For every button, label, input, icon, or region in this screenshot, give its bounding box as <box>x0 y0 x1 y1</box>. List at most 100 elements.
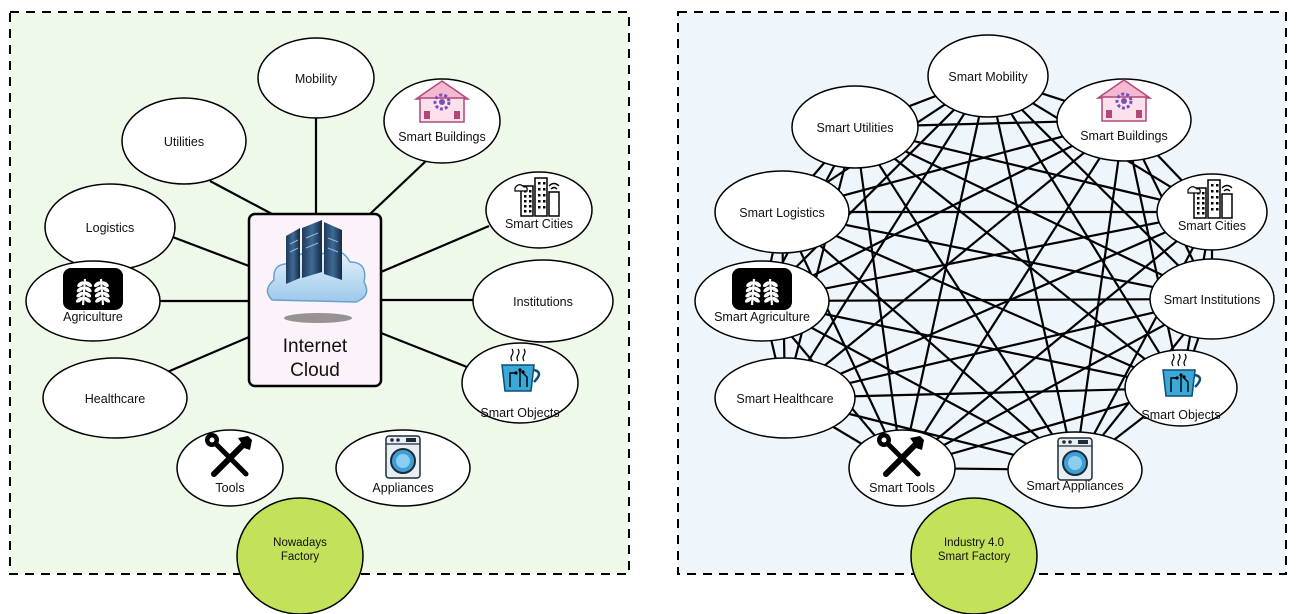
node-label: Smart Utilities <box>816 121 893 135</box>
internet-cloud-node: Internet Cloud <box>247 212 383 388</box>
factory-label-line1: Industry 4.0 <box>944 537 1004 549</box>
cloud-server-icon <box>266 220 368 323</box>
mesh-edge <box>853 126 904 469</box>
diagram-node: Smart Institutions <box>1149 258 1275 340</box>
node-label: Smart Appliances <box>1026 479 1123 493</box>
building-gear-icon <box>413 80 471 123</box>
tools-icon <box>877 433 924 477</box>
mesh-edge <box>761 75 989 302</box>
diagram-node: Smart Mobility <box>927 34 1049 118</box>
node-label: Utilities <box>164 135 204 149</box>
node-label: Agriculture <box>63 310 123 324</box>
mesh-edge <box>1122 119 1183 389</box>
washing-machine-icon <box>385 435 421 479</box>
smart-cup-icon <box>1162 353 1202 397</box>
node-label: Smart Tools <box>869 481 935 495</box>
diagram-node: Smart Buildings <box>383 78 501 164</box>
mesh-edge <box>781 211 903 469</box>
diagram-node: Healthcare <box>42 357 188 439</box>
diagram-node: Tools <box>176 429 284 507</box>
left-spokes <box>160 118 490 375</box>
diagram-node: Agriculture <box>25 260 161 342</box>
factory-label-line1: Nowadays <box>273 537 327 549</box>
wheat-icon <box>732 268 792 310</box>
diagram-node: Smart Appliances <box>1007 431 1143 509</box>
node-label: Mobility <box>295 72 338 86</box>
mesh-edge <box>987 75 1213 300</box>
washing-machine-icon <box>1057 437 1093 481</box>
mesh-edge <box>761 297 1213 303</box>
node-label: Appliances <box>372 481 433 495</box>
node-label: Smart Objects <box>1141 408 1220 422</box>
edge-line <box>380 331 473 371</box>
node-label: Smart Buildings <box>1080 129 1168 143</box>
center-label-line1: Internet <box>283 336 348 357</box>
diagram-node: Smart Cities <box>1156 173 1268 251</box>
edge-line <box>209 180 273 215</box>
diagram-node: Smart Cities <box>485 171 593 249</box>
smart-cup-icon <box>501 348 541 392</box>
mesh-edge <box>783 126 857 399</box>
mesh-edge <box>900 75 990 469</box>
node-label: Smart Objects <box>480 406 559 420</box>
mesh-edge <box>854 126 1076 471</box>
mesh-edge <box>784 119 1125 399</box>
mesh-edge <box>761 299 1182 390</box>
edge-line <box>164 335 250 375</box>
mesh-edge <box>987 75 1182 389</box>
mesh-edge <box>761 119 1125 302</box>
mesh-edge <box>781 210 1213 301</box>
nowadays-factory-node: Nowadays Factory <box>236 497 364 614</box>
mesh-edge <box>901 119 1125 469</box>
diagram-node: Logistics <box>44 183 176 271</box>
node-label: Smart Cities <box>505 217 573 231</box>
node-label: Healthcare <box>85 392 145 406</box>
diagram-node: Smart Objects <box>461 342 579 424</box>
diagram-node: Utilities <box>121 97 247 185</box>
node-label: Smart Mobility <box>948 70 1028 84</box>
mesh-edge <box>784 297 1213 400</box>
node-label: Tools <box>215 481 244 495</box>
city-icon <box>514 177 560 217</box>
node-label: Institutions <box>513 295 573 309</box>
mesh-edge <box>781 210 1182 390</box>
node-label: Smart Agriculture <box>714 310 810 324</box>
mesh-edge <box>901 211 1213 469</box>
factory-label-line2: Smart Factory <box>938 551 1010 563</box>
factory-label-line2: Factory <box>281 551 320 563</box>
diagram-node: Institutions <box>472 259 614 343</box>
node-label: Smart Cities <box>1178 219 1246 233</box>
diagram-node: Appliances <box>335 429 471 507</box>
edge-line <box>380 224 490 274</box>
tools-icon <box>205 433 252 477</box>
wheat-icon <box>63 268 123 310</box>
diagram-node: Smart Tools <box>848 429 956 507</box>
city-icon <box>1187 179 1233 219</box>
node-label: Smart Buildings <box>398 130 486 144</box>
building-gear-icon <box>1095 79 1153 122</box>
mesh-edge <box>1073 119 1126 471</box>
mesh-edge <box>784 75 989 399</box>
edge-line <box>169 234 250 268</box>
mesh-edge <box>986 75 1077 471</box>
diagram-node: Smart Utilities <box>791 85 919 169</box>
node-label: Smart Healthcare <box>736 392 833 406</box>
smart-factory-node: Industry 4.0 Smart Factory <box>910 497 1038 614</box>
mesh-edge <box>761 210 1213 303</box>
mesh-edge <box>854 126 1182 389</box>
node-label: Logistics <box>86 221 135 235</box>
node-label: Smart Logistics <box>739 206 824 220</box>
diagram-node: Smart Agriculture <box>694 260 830 342</box>
mesh-edge <box>781 211 1076 471</box>
diagram-node: Smart Logistics <box>714 170 850 254</box>
mesh-edge <box>761 300 1076 471</box>
edge-line <box>369 160 427 215</box>
diagram-node: Mobility <box>257 37 375 119</box>
mesh-edge <box>854 126 1213 300</box>
node-label: Smart Institutions <box>1164 293 1261 307</box>
mesh-edge <box>784 210 1213 400</box>
diagram-node: Smart Healthcare <box>714 357 856 439</box>
